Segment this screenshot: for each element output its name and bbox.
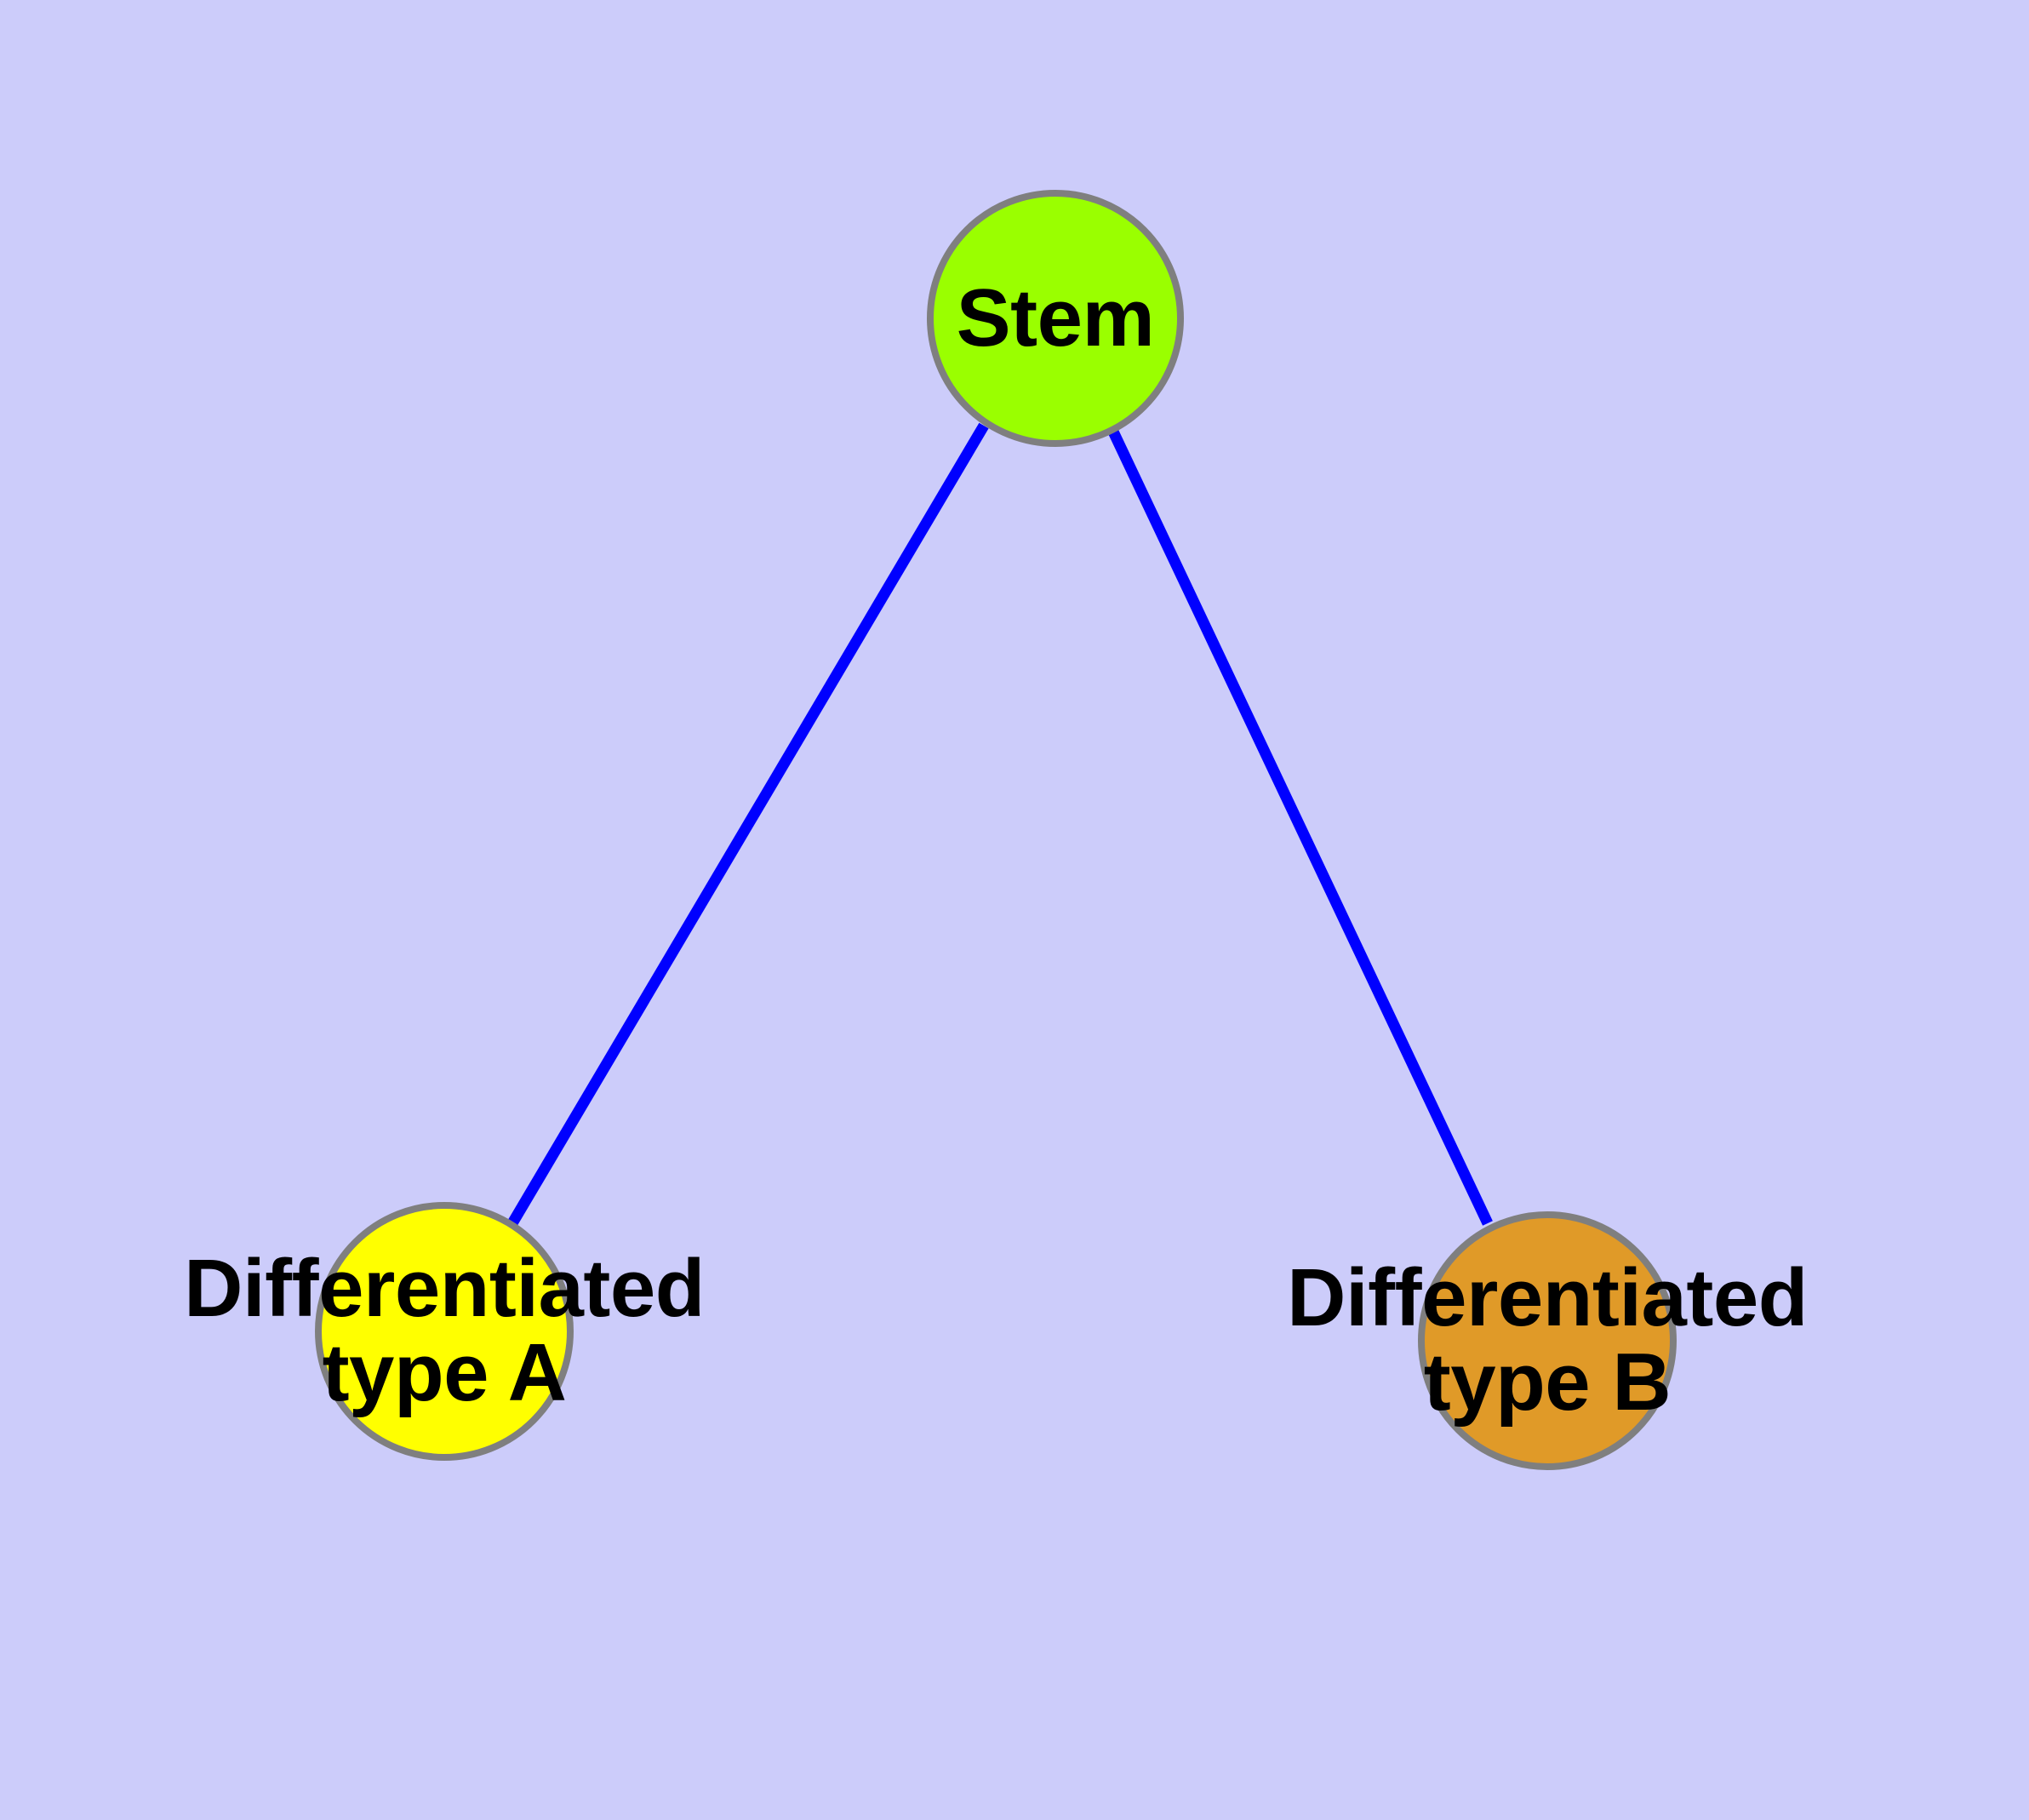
node-stem[interactable] (927, 190, 1184, 447)
edge-stem-to-differentiated-a[interactable] (507, 422, 989, 1227)
node-differentiated-type-a[interactable] (315, 1202, 574, 1461)
node-differentiated-type-b[interactable] (1418, 1211, 1677, 1470)
edge-stem-to-differentiated-b[interactable] (1108, 429, 1493, 1226)
